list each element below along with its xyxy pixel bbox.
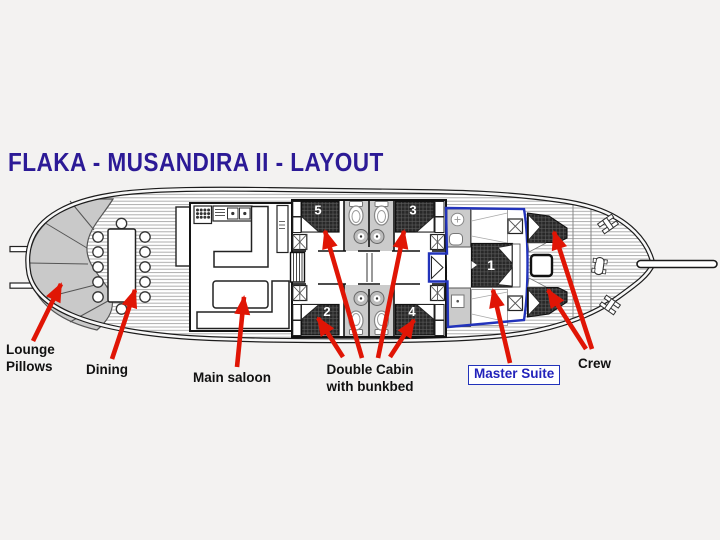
arrow-cabin5 — [322, 229, 365, 359]
sinks — [353, 229, 385, 306]
cabins-block — [289, 199, 447, 338]
master-single-bed-top — [471, 209, 508, 247]
label-dining: Dining — [86, 362, 128, 377]
label-double-cabin-line1: Double Cabin — [326, 362, 414, 377]
master-bed-number: 1 — [487, 257, 495, 273]
master-door — [431, 255, 444, 280]
label-crew: Crew — [578, 356, 612, 371]
deck-hatch — [529, 253, 554, 278]
deck-locker — [175, 206, 192, 267]
saloon-cabinet — [276, 204, 289, 254]
arrow-crew-top — [551, 230, 595, 350]
saloon-sofa-top — [213, 205, 269, 268]
arrow-cabin3 — [375, 229, 409, 359]
cabin-4-number: 4 — [408, 304, 416, 319]
arrow-crew-bottom — [546, 288, 588, 351]
master-suite — [427, 206, 529, 329]
arrow-cabin2 — [316, 316, 345, 359]
arrow-dining — [109, 288, 138, 360]
arrow-saloon — [234, 295, 251, 368]
arrows — [30, 229, 595, 368]
main-saloon-room — [189, 202, 293, 332]
cabin-3-number: 3 — [409, 203, 416, 218]
cabin-5-number: 5 — [314, 203, 321, 218]
label-lounge-line2: Pillows — [6, 359, 53, 374]
dining-area — [92, 217, 151, 315]
master-suite-outline — [427, 206, 529, 329]
windlass — [591, 256, 608, 276]
cabin-2-number: 2 — [323, 304, 330, 319]
dining-table — [107, 228, 137, 303]
cleat-bottom — [598, 294, 622, 316]
label-double-cabin-line2: with bunkbed — [326, 379, 414, 394]
label-lounge-line1: Lounge — [6, 342, 55, 357]
arrow-lounge — [30, 282, 64, 343]
arrow-master — [489, 288, 513, 364]
page-title: FLAKA - MUSANDIRA II - LAYOUT — [8, 147, 384, 177]
companionway-stairs — [289, 251, 306, 283]
label-main-saloon: Main saloon — [193, 370, 272, 385]
label-double-cabin: Double Cabin with bunkbed — [322, 361, 418, 395]
label-lounge-pillows: Lounge Pillows — [6, 341, 55, 375]
nightstands — [292, 233, 446, 302]
arrow-cabin4 — [388, 318, 416, 359]
bowsprit — [636, 259, 718, 269]
saloon-sofa-bottom — [196, 280, 290, 330]
label-master-suite: Master Suite — [468, 365, 561, 385]
cleat-top — [596, 213, 620, 235]
saloon-table — [212, 280, 269, 309]
